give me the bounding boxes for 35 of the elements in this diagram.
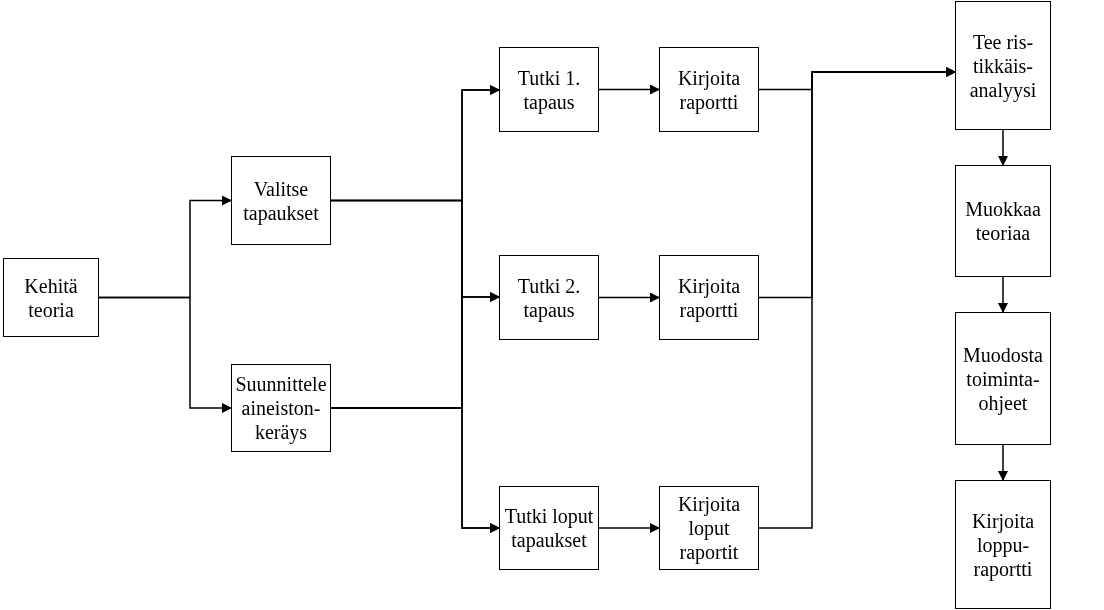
process-box [659,255,759,340]
box-label: Kehitä teoria [23,273,79,322]
process-box [659,486,759,570]
arrow [598,523,660,533]
box-label: Suunnittele aineiston- keräys [235,372,327,444]
process-box [231,156,331,245]
process-box [955,1,1051,130]
box-label: Kirjoita loppu- raportti [970,508,1036,581]
process-box [3,258,99,337]
process-box [955,312,1051,445]
arrow [758,67,956,529]
arrow [330,407,500,533]
box-label: Kirjoita raportti [676,273,742,322]
box-label: Kirjoita raportti [676,65,742,114]
box-label: Tutki loput tapaukset [504,504,594,552]
process-box [499,255,599,340]
box-label: Kirjoita loput raportit [676,492,742,564]
box-label: Tutki 2. tapaus [516,273,582,322]
process-box [499,47,599,132]
arrow [998,444,1008,481]
box-label: Muodosta toiminta- ohjeet [962,342,1044,415]
process-box [955,165,1051,277]
box-label: Tutki 1. tapaus [516,65,582,114]
process-box [955,480,1051,609]
arrow [98,296,232,413]
arrow [998,276,1008,313]
process-box [231,364,331,452]
box-label: Valitse tapaukset [242,176,320,225]
process-box [499,486,599,570]
arrow [998,129,1008,166]
arrow [598,292,660,303]
process-box [659,47,759,132]
box-label: Muokkaa teoriaa [964,197,1042,245]
box-label: Tee ris- tikkäis- analyysi [968,29,1038,102]
arrow [598,84,660,95]
